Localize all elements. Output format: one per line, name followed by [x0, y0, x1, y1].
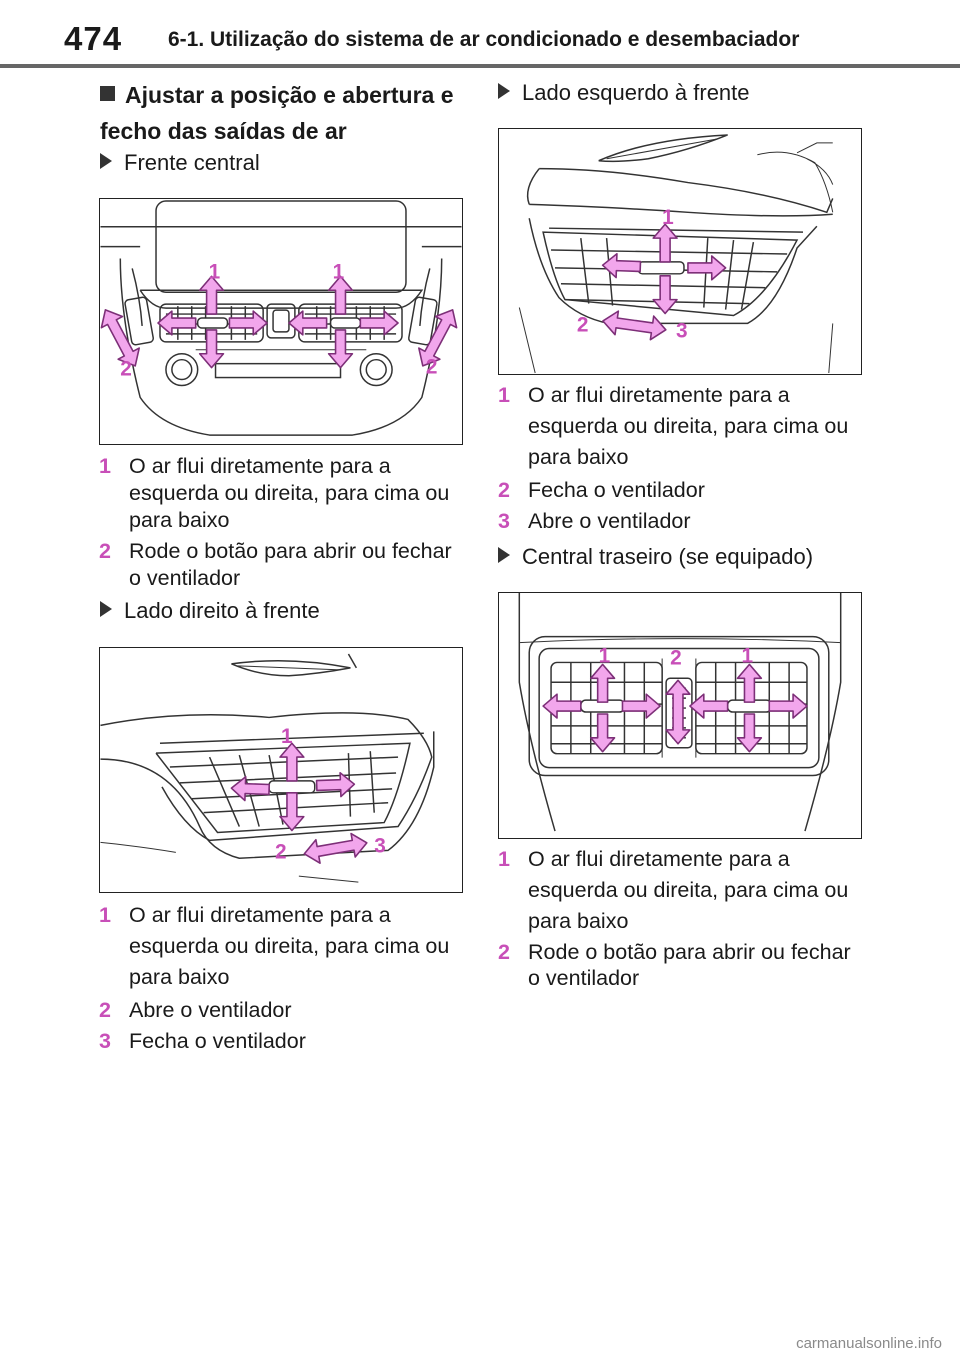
triangle-bullet-icon	[100, 601, 112, 617]
header-rule	[0, 64, 960, 68]
figure-front-right-vent: 1 2 3	[99, 647, 463, 893]
subheading-text: Lado direito à frente	[124, 598, 320, 623]
front-right-vent-illustration: 1 2 3	[100, 653, 435, 883]
subheading-text: Central traseiro (se equipado)	[522, 544, 814, 569]
figure-label: 3	[676, 319, 688, 342]
figure-rear-center-vents: 1 2 1	[498, 592, 862, 839]
subheading-front-left: Lado esquerdo à frente	[498, 79, 750, 107]
footer-watermark: carmanualsonline.info	[796, 1335, 942, 1352]
figure-label: 2	[670, 646, 682, 669]
figure-label: 1	[333, 260, 345, 283]
front-center-vents-illustration: 1 1 2 2	[100, 200, 462, 436]
figure-front-left-vent: 1 2 3	[498, 128, 862, 375]
figure-label: 1	[281, 725, 293, 748]
subheading-front-center: Frente central	[100, 149, 260, 177]
figure-label: 2	[577, 313, 589, 336]
section-heading-text: Ajustar a posição e abertura e fecho das…	[100, 82, 454, 144]
figure-label: 1	[209, 260, 221, 283]
section-heading: Ajustar a posição e abertura e fecho das…	[100, 77, 460, 149]
rear-center-vents-illustration: 1 2 1	[518, 593, 842, 832]
page-number: 474	[64, 20, 123, 57]
subheading-text: Frente central	[124, 150, 260, 175]
figure-label: 2	[426, 356, 438, 379]
figure-label: 1	[741, 644, 753, 667]
subheading-text: Lado esquerdo à frente	[522, 80, 750, 105]
figure-label: 1	[599, 644, 611, 667]
figure-label: 2	[120, 358, 132, 381]
figure-label: 1	[662, 206, 674, 229]
subheading-front-right: Lado direito à frente	[100, 597, 320, 625]
figure-front-center-vents: 1 1 2 2	[99, 198, 463, 445]
figure-label: 2	[275, 840, 287, 863]
front-left-vent-illustration: 1 2 3	[518, 134, 834, 374]
triangle-bullet-icon	[498, 547, 510, 563]
triangle-bullet-icon	[498, 83, 510, 99]
chapter-title: 6-1. Utilização do sistema de ar condici…	[168, 28, 800, 51]
square-bullet-icon	[100, 86, 115, 101]
page-header: 474 6-1. Utilização do sistema de ar con…	[0, 0, 960, 68]
subheading-rear-center: Central traseiro (se equipado)	[498, 543, 813, 571]
figure-label: 3	[374, 834, 386, 857]
triangle-bullet-icon	[100, 153, 112, 169]
